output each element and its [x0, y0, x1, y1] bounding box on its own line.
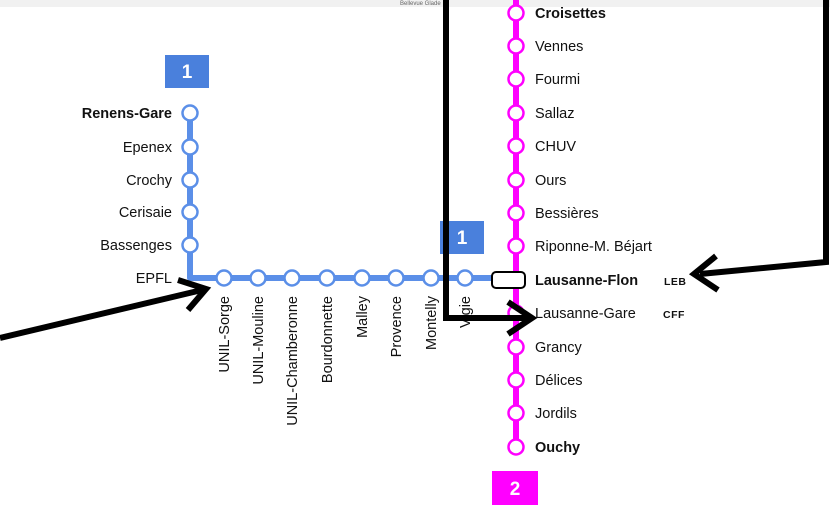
m2-station-marker — [507, 404, 525, 422]
m2-station-marker — [507, 338, 525, 356]
bracket-arrow — [443, 0, 528, 321]
m2-station-tag: LEB — [664, 276, 687, 288]
m1-station-marker — [318, 269, 336, 287]
m2-station-label: Lausanne-Flon — [535, 273, 638, 289]
m2-station-marker — [507, 204, 525, 222]
m2-badge-label: 2 — [510, 479, 521, 500]
m1-branch-stations: Renens-GareEpenexCrochyCerisaieBassenges… — [82, 104, 199, 287]
m1-station-marker — [422, 269, 440, 287]
m1-station-label: UNIL-Chamberonne — [285, 296, 301, 426]
m1-station-label: Renens-Gare — [82, 106, 172, 122]
m1-station-marker — [249, 269, 267, 287]
annotation-arrows — [0, 0, 829, 341]
m1-station-label: Cerisaie — [119, 205, 172, 221]
m1-station-marker — [353, 269, 371, 287]
m1-station-marker — [215, 269, 233, 287]
m1-station-label: Bassenges — [100, 238, 172, 254]
m1-station-label: UNIL-Sorge — [217, 296, 233, 373]
m1-station-marker — [456, 269, 474, 287]
m1-station-label: Provence — [389, 296, 405, 357]
bracket-arrow-head — [506, 299, 538, 337]
m2-station-marker — [507, 37, 525, 55]
m2-station-label: Bessières — [535, 206, 599, 222]
m1-badge-left — [165, 55, 209, 88]
m1-track — [187, 113, 520, 281]
m1-station-marker — [283, 269, 301, 287]
m2-station-marker — [507, 4, 525, 22]
m2-station-marker — [507, 171, 525, 189]
m2-station-label: Riponne-M. Béjart — [535, 239, 652, 255]
m2-station-label: Fourmi — [535, 72, 580, 88]
m1-station-marker — [181, 138, 199, 156]
m2-station-label: Vennes — [535, 39, 583, 55]
left-arrow-head — [177, 277, 212, 312]
m2-station-marker — [507, 104, 525, 122]
m1-station-marker — [181, 104, 199, 122]
m1-station-label: Epenex — [123, 140, 173, 156]
m1-station-marker — [387, 269, 405, 287]
m1-station-label: Crochy — [126, 173, 173, 189]
m1-station-label: EPFL — [136, 271, 172, 287]
m2-station-label: Ouchy — [535, 440, 580, 456]
m1-station-label: Bourdonnette — [320, 296, 336, 383]
m1-line-stations: UNIL-Sorge UNIL-Mouline UNIL-Chamberonne Bo… — [215, 269, 474, 426]
m2-station-label: Grancy — [535, 340, 582, 356]
m2-station-label: Ours — [535, 173, 566, 189]
left-arrow — [0, 287, 203, 341]
m1-station-label: UNIL-Mouline — [251, 296, 267, 385]
m1-station-marker — [181, 236, 199, 254]
m2-station-marker — [507, 438, 525, 456]
m1-badge-left-label: 1 — [182, 62, 193, 83]
m2-station-marker — [507, 237, 525, 255]
m1-line: Renens-GareEpenexCrochyCerisaieBassenges… — [82, 55, 520, 426]
m2-station-marker — [507, 371, 525, 389]
m2-badge — [492, 471, 538, 505]
m1-station-marker — [181, 171, 199, 189]
right-arrow-head — [688, 253, 720, 293]
m1-station-label: Malley — [355, 295, 371, 338]
m1-station-label: Montelly — [424, 295, 440, 350]
m2-station-label: Croisettes — [535, 6, 606, 22]
top-strip-text: Bellevue Glade — [400, 1, 441, 7]
right-arrow — [699, 0, 829, 277]
m1-station-label: Vigie — [458, 296, 474, 328]
m1-station-marker — [181, 203, 199, 221]
m2-station-label: Délices — [535, 373, 583, 389]
top-strip — [0, 0, 830, 7]
m1-badge-right-label: 1 — [457, 228, 468, 249]
m2-station-label: Jordils — [535, 406, 577, 422]
m2-station-label: Sallaz — [535, 106, 575, 122]
m2-station-marker — [507, 70, 525, 88]
m2-station-label: CHUV — [535, 139, 576, 155]
m2-station-label: Lausanne-Gare — [535, 306, 636, 322]
m2-station-marker — [507, 137, 525, 155]
m2-station-tag: CFF — [663, 309, 685, 321]
interchange-marker — [491, 271, 526, 289]
